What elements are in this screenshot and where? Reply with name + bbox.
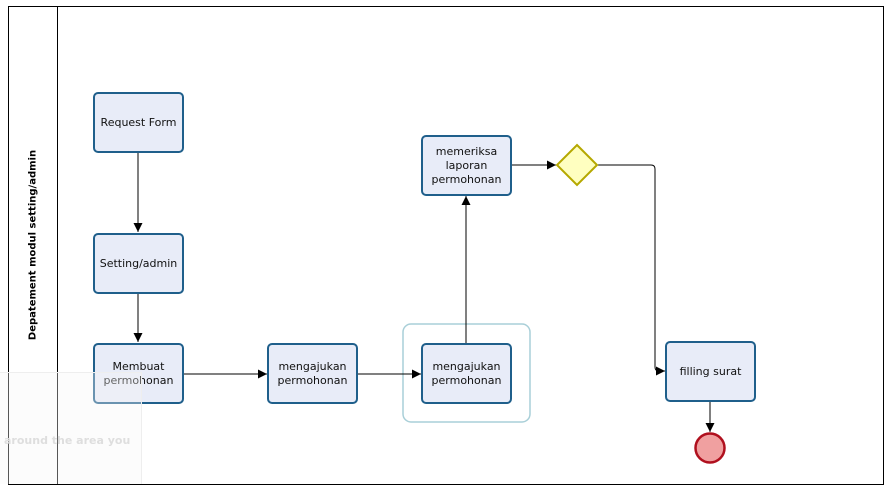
- task-request-form[interactable]: Request Form: [93, 92, 184, 153]
- end-event[interactable]: [694, 432, 726, 464]
- task-setting-admin[interactable]: Setting/admin: [93, 233, 184, 294]
- faded-tooltip-overlay: [0, 372, 142, 484]
- pool: [8, 6, 884, 485]
- task-memeriksa-laporan[interactable]: memeriksa laporan permohonan: [421, 135, 512, 196]
- task-filling-surat[interactable]: filling surat: [665, 341, 756, 402]
- task-setting-admin-label: Setting/admin: [99, 256, 178, 270]
- task-request-form-label: Request Form: [100, 115, 177, 129]
- task-filling-surat-label: filling surat: [679, 364, 742, 378]
- faded-tooltip-text: around the area you: [4, 434, 131, 447]
- task-memeriksa-laporan-label: memeriksa laporan permohonan: [431, 144, 502, 186]
- task-mengajukan-permohonan-1-label: mengajukan permohonan: [277, 359, 348, 387]
- task-mengajukan-permohonan-1[interactable]: mengajukan permohonan: [267, 343, 358, 404]
- flow-gateway-to-filling[interactable]: [597, 164, 665, 376]
- exclusive-gateway[interactable]: [555, 143, 599, 187]
- task-mengajukan-permohonan-2[interactable]: mengajukan permohonan: [421, 343, 512, 404]
- task-membuat-permohonan-label: Membuat permohonan: [103, 359, 174, 387]
- lane-header: [8, 6, 58, 485]
- task-membuat-permohonan[interactable]: Membuat permohonan: [93, 343, 184, 404]
- task-mengajukan-permohonan-2-label: mengajukan permohonan: [431, 359, 502, 387]
